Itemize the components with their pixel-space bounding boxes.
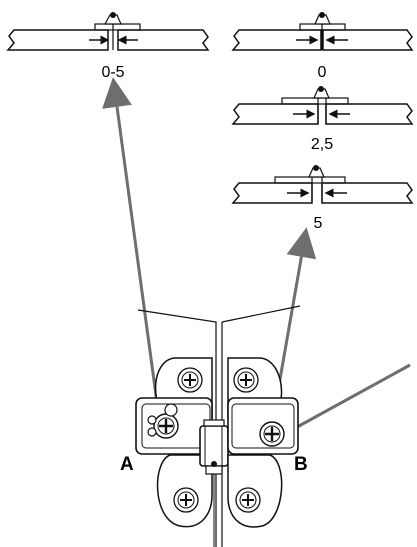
hinge-b [227, 357, 299, 528]
detail-label-range: 0-5 [101, 64, 124, 81]
detail-label-2-5: 2,5 [311, 136, 333, 153]
detail-gap-0: 0 [231, 12, 414, 81]
detail-label-5: 5 [314, 215, 323, 232]
hinge-a [135, 357, 213, 528]
detail-gap-5: 5 [231, 165, 414, 232]
hinge-label-b: B [294, 454, 308, 475]
detail-gap-2-5: 2,5 [231, 86, 414, 153]
hinge-knuckle [199, 419, 229, 475]
detail-label-0: 0 [318, 64, 327, 81]
hinge-label-a: A [120, 454, 134, 475]
pointer-arrow-a [102, 77, 162, 426]
detail-gap-range: 0-5 [6, 12, 210, 81]
pointer-arrow-side [287, 363, 411, 434]
